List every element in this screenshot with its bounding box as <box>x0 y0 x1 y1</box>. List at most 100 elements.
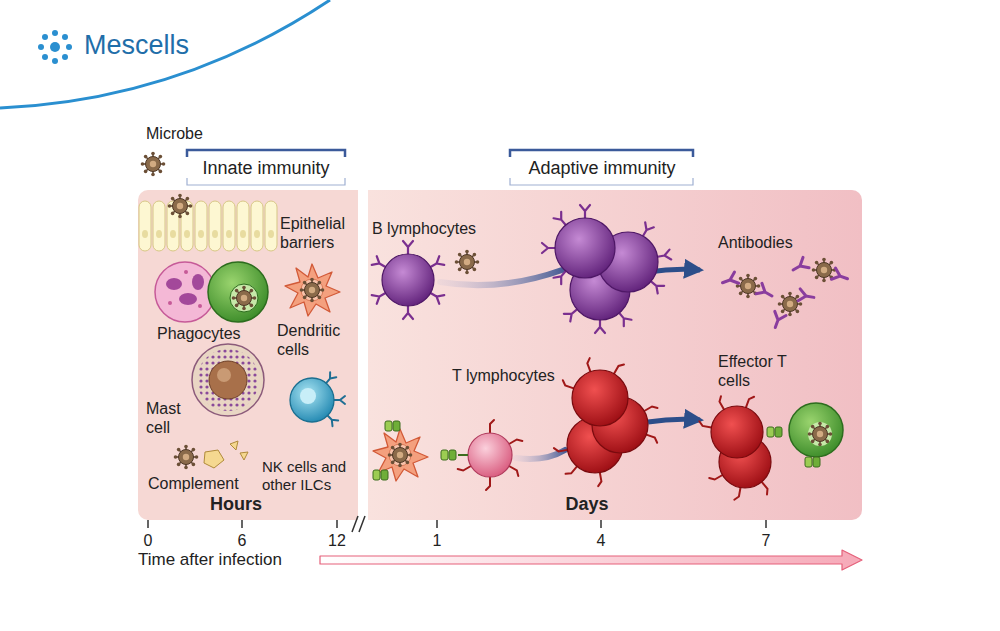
effector-t-cells <box>718 396 728 409</box>
logo-arc <box>0 0 330 108</box>
effector-t-cells <box>699 421 712 427</box>
cell-label: Epithelial barriers <box>280 214 366 252</box>
antigen-presenting-cell <box>373 470 388 480</box>
time-arrow <box>320 550 862 570</box>
nk-cell <box>290 372 345 426</box>
cell-label: Dendritic cells <box>277 321 357 359</box>
antibodies <box>720 257 849 329</box>
logo-arc <box>0 0 330 108</box>
neutrophil <box>166 278 182 290</box>
logo-icon <box>42 54 48 60</box>
neutrophil <box>198 304 202 308</box>
complement <box>240 452 248 460</box>
epithelial-barrier <box>138 200 278 252</box>
logo-icon <box>38 44 44 50</box>
b-lymphocyte <box>455 250 480 275</box>
infected-macrophage <box>808 422 832 446</box>
logo-text: Mescells <box>84 30 189 60</box>
neutrophil <box>179 293 197 305</box>
plasma-cell-cluster <box>555 218 615 278</box>
t-lymphocyte <box>490 420 494 433</box>
t-lymphocyte <box>468 433 512 477</box>
logo-icon <box>50 42 60 52</box>
antibodies <box>831 268 849 284</box>
time-unit-label: Days <box>565 494 608 514</box>
effector-t-cells <box>699 395 782 500</box>
b-lymphocyte <box>382 254 434 306</box>
bracket <box>510 178 693 185</box>
dendritic-cell <box>285 264 340 316</box>
t-lymphocyte <box>458 454 468 456</box>
neutrophil <box>155 262 215 322</box>
antibodies <box>778 292 803 317</box>
infected-macrophage <box>789 403 843 457</box>
infected-macrophage <box>808 422 833 447</box>
t-lymphocyte <box>458 463 471 473</box>
complement <box>204 450 224 468</box>
dendritic-cell <box>285 264 340 316</box>
cell-label: Phagocytes <box>157 324 241 343</box>
neutrophil <box>184 270 188 274</box>
mast-cell <box>192 344 264 416</box>
antigen-presenting-cell <box>385 421 400 431</box>
dendritic-cell <box>300 278 325 303</box>
axis-title: Time after infection <box>138 550 282 570</box>
antibodies <box>770 311 786 329</box>
tick-label: 7 <box>762 531 771 550</box>
cell-label: T lymphocytes <box>452 366 555 385</box>
epithelial-barrier <box>138 194 278 252</box>
t-lymphocyte <box>441 450 456 460</box>
cell-label: Mast cell <box>146 399 188 437</box>
axis-ticks <box>148 520 766 528</box>
complement <box>230 441 238 450</box>
b-lymphocyte <box>403 241 413 254</box>
tick-label: 0 <box>144 531 153 550</box>
logo-icon <box>38 30 72 64</box>
time-unit-label: Hours <box>210 494 262 514</box>
tick-label: 4 <box>597 531 606 550</box>
bracket <box>510 150 693 157</box>
tick-label: 1 <box>433 531 442 550</box>
cell-label: B lymphocytes <box>372 219 476 238</box>
cell-label: Antibodies <box>718 233 793 252</box>
antibodies <box>756 283 775 301</box>
antibodies <box>790 257 809 275</box>
neutrophil <box>192 274 204 290</box>
nk-cell <box>300 388 316 404</box>
t-lymphocyte <box>486 477 490 490</box>
t-lymphocyte <box>507 466 520 476</box>
t-cell-cluster <box>644 405 657 415</box>
bracket <box>187 150 345 157</box>
tick-label: 6 <box>238 531 247 550</box>
t-cell-cluster <box>645 435 659 443</box>
t-cell-cluster <box>554 358 659 486</box>
cell-label: NK cells and other ILCs <box>262 458 362 494</box>
macrophage <box>232 286 257 311</box>
macrophage <box>208 262 268 322</box>
cell-label: Complement <box>148 474 239 493</box>
b-lymphocyte <box>372 241 480 319</box>
complement <box>174 445 199 470</box>
tick-label: 12 <box>328 531 346 550</box>
logo-icon <box>62 54 68 60</box>
t-cell-cluster <box>586 358 594 372</box>
logo-icon <box>62 34 68 40</box>
t-cell-cluster <box>566 464 577 477</box>
logo-icon <box>52 30 58 36</box>
cell-label: Effector T cells <box>718 352 794 390</box>
microbe-label: Microbe <box>146 124 203 143</box>
phase-heading: Innate immunity <box>202 158 329 179</box>
macrophage <box>230 284 258 312</box>
t-cell-cluster <box>572 370 628 426</box>
antigen-presenting-cell <box>373 429 428 481</box>
plasma-cell-cluster <box>542 243 555 253</box>
effector-t-cells <box>767 427 782 437</box>
infected-macrophage <box>789 403 843 467</box>
plasma-cell-cluster <box>542 205 671 333</box>
logo-icon <box>52 58 58 64</box>
effector-t-cells <box>734 487 740 500</box>
b-lymphocyte <box>403 306 413 319</box>
antigen-presenting-cell <box>388 443 413 468</box>
effector-t-cells <box>746 395 754 409</box>
plasma-cell-cluster <box>580 205 590 218</box>
